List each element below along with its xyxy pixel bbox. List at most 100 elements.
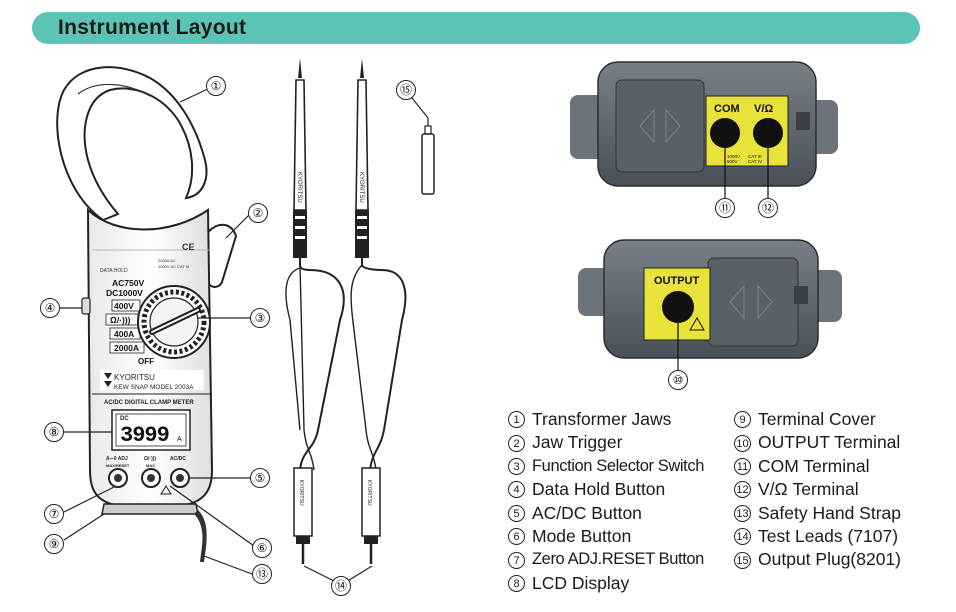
- legend-num: 6: [508, 528, 525, 546]
- lead-brand-right: KYORITSU: [358, 172, 364, 203]
- function-selector-switch: [137, 285, 211, 359]
- callout-1: ①: [206, 76, 226, 96]
- range-400v: 400V: [114, 301, 134, 311]
- callout-8: ⑧: [44, 422, 64, 442]
- callout-12: ⑫: [758, 198, 778, 218]
- v-ohm-label: V/Ω: [754, 103, 773, 115]
- legend-text: Data Hold Button: [532, 479, 666, 500]
- page-title: Instrument Layout: [58, 16, 247, 39]
- range-2000a: 2000A: [114, 343, 139, 353]
- legend-num: 14: [734, 528, 751, 546]
- legend-item-14: 14 Test Leads (7107): [734, 525, 901, 548]
- com-label: COM: [714, 103, 740, 115]
- spec-text-1: 2000A AC: [158, 258, 176, 263]
- legend-text: Output Plug(8201): [758, 549, 902, 570]
- lcd-unit: A: [177, 436, 182, 443]
- legend-text: Safety Hand Strap: [758, 502, 901, 523]
- legend-text: Terminal Cover: [758, 409, 876, 429]
- legend-item-1: 1 Transformer Jaws: [508, 408, 704, 431]
- mode-sub: MAX: [146, 463, 155, 468]
- legend-num: 1: [508, 411, 525, 429]
- callout-3: ③: [250, 308, 270, 328]
- acdc-label: AC/DC: [170, 456, 186, 462]
- callout-11: ⑪: [715, 198, 735, 218]
- v-ohm-terminal: [753, 118, 783, 148]
- legend-num: 15: [734, 551, 751, 569]
- legend-num: 4: [508, 481, 525, 499]
- range-400a: 400A: [114, 329, 134, 339]
- legend-num: 10: [734, 434, 751, 452]
- legend-text: Mode Button: [532, 525, 632, 546]
- legend-num: 7: [508, 551, 525, 569]
- legend-num: 3: [508, 457, 525, 475]
- plug-brand-left: KYORITSU: [298, 480, 304, 506]
- lcd-display: DC 3999 A: [111, 409, 191, 451]
- zero-adj-label: A∼0 ADJ: [106, 456, 128, 462]
- clamp-meter: DATA HOLD 2000A AC 1000V AC CAT III CE A…: [56, 66, 238, 562]
- legend-text: OUTPUT Terminal: [758, 432, 901, 453]
- zero-adj-sub: MAX/RESET: [106, 463, 130, 468]
- legend-item-6: 6 Mode Button: [508, 525, 704, 548]
- legend-item-4: 4 Data Hold Button: [508, 478, 704, 501]
- callout-14: ⑭: [331, 576, 351, 596]
- legend-item-5: 5 AC/DC Button: [508, 502, 704, 525]
- legend-item-7: 7 Zero ADJ.RESET Button: [508, 548, 704, 571]
- legend-text: AC/DC Button: [532, 502, 642, 523]
- leader-lines: [58, 87, 429, 583]
- meter-model: KEW SNAP MODEL 2003A: [114, 384, 194, 391]
- lcd-value: 3999: [120, 423, 169, 448]
- output-terminal: [662, 291, 694, 323]
- legend-text: Transformer Jaws: [532, 409, 672, 429]
- plug-brand-right: KYORITSU: [366, 480, 372, 506]
- legend-num: 8: [508, 574, 525, 592]
- legend-item-3: 3 Function Selector Switch: [508, 455, 704, 478]
- terminal-cover: [101, 503, 199, 515]
- range-dc1000v: DC1000V: [106, 288, 143, 298]
- callout-2: ②: [248, 203, 268, 223]
- callout-7: ⑦: [44, 504, 64, 524]
- callout-5: ⑤: [250, 468, 270, 488]
- terminal-block-bottom: OUTPUT: [578, 239, 842, 370]
- off-label: OFF: [138, 357, 154, 366]
- range-ohm: Ω/·))): [110, 315, 131, 325]
- callout-13: ⑬: [252, 564, 272, 584]
- data-hold-label: DATA HOLD: [100, 268, 128, 274]
- legend-num: 5: [508, 504, 525, 522]
- callout-10: ⑩: [668, 370, 688, 390]
- terminal-block-top: COM V/Ω 1000V 600V CAT III CAT IV: [570, 61, 838, 198]
- spec-text-2: 1000V AC CAT III: [158, 264, 189, 269]
- legend-item-10: 10 OUTPUT Terminal: [734, 431, 901, 454]
- cat-1: CAT III: [748, 154, 762, 159]
- mode-label: Ω/·))): [144, 456, 156, 462]
- callout-6: ⑥: [252, 538, 272, 558]
- section-banner: Instrument Layout: [32, 12, 920, 44]
- callout-9: ⑨: [44, 534, 64, 554]
- meter-brand: KYORITSU: [114, 373, 155, 382]
- rating-1: 1000V: [727, 154, 740, 159]
- legend-item-8: 8 LCD Display: [508, 572, 704, 595]
- ce-mark: CE: [182, 242, 195, 252]
- lead-brand-left: KYORITSU: [296, 172, 302, 203]
- output-label: OUTPUT: [654, 275, 700, 287]
- output-plug: [421, 118, 435, 195]
- legend-text: LCD Display: [532, 572, 630, 593]
- legend-text: Function Selector Switch: [532, 456, 704, 475]
- jaw-trigger: [204, 223, 238, 288]
- legend-text: Test Leads (7107): [758, 525, 899, 546]
- meter-product-name: AC/DC DIGITAL CLAMP METER: [104, 400, 194, 406]
- range-ac750v: AC750V: [112, 278, 144, 288]
- callout-15: ⑮: [396, 80, 416, 100]
- lcd-dc-badge: DC: [120, 416, 129, 422]
- legend-text: Jaw Trigger: [532, 432, 623, 453]
- legend-text: Zero ADJ.RESET Button: [532, 550, 704, 569]
- legend-text: V/Ω Terminal: [758, 479, 859, 500]
- rating-2: 600V: [727, 159, 738, 164]
